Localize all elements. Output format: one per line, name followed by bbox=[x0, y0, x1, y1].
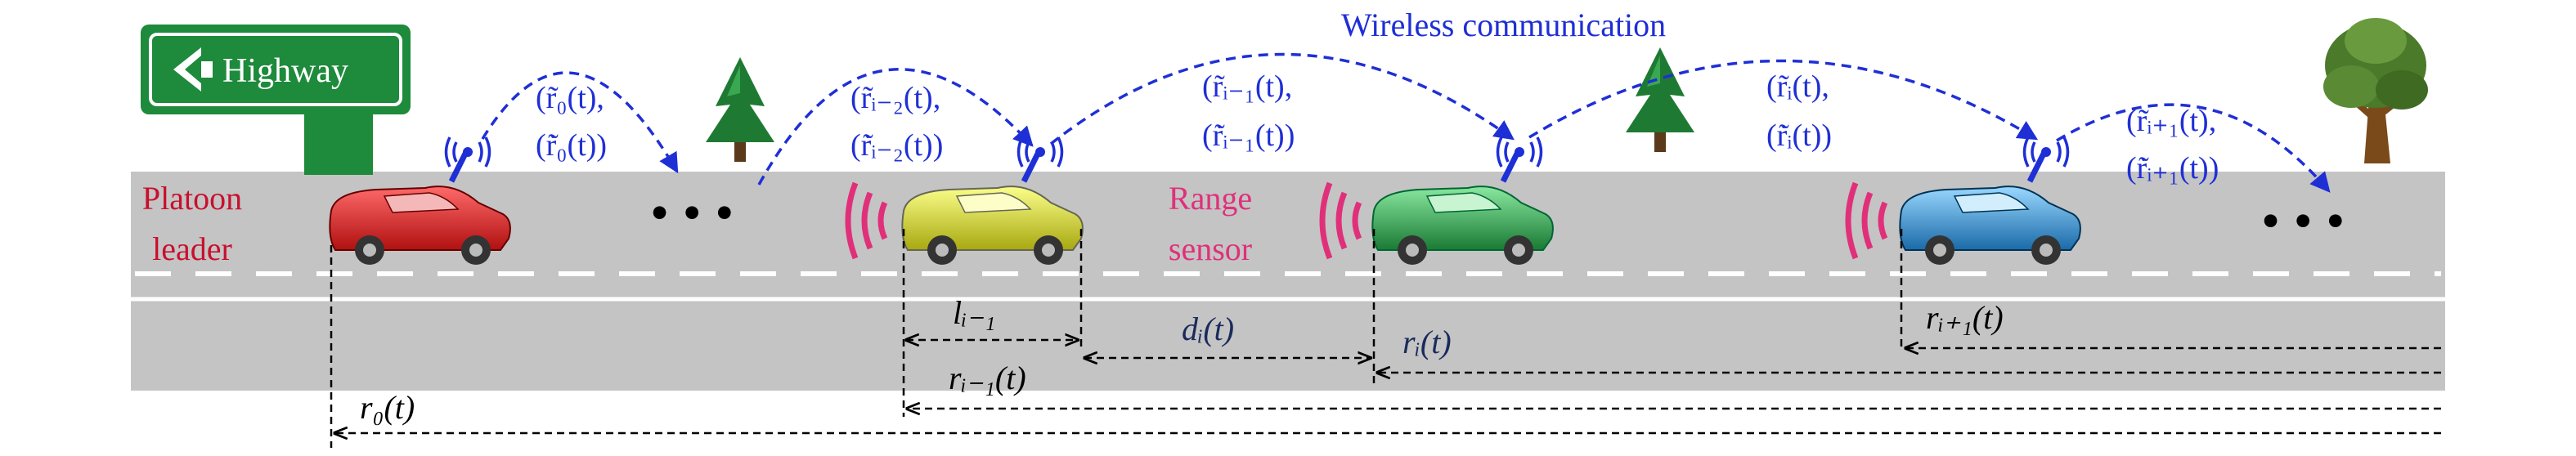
ellipsis-right: • • • bbox=[2261, 191, 2345, 251]
rim1-label: rᵢ₋₁(t) bbox=[949, 360, 1026, 396]
vehicle-length-label: lᵢ₋₁ bbox=[953, 294, 995, 331]
gap-distance-label: dᵢ(t) bbox=[1182, 311, 1234, 347]
range-sensor-label-line2: sensor bbox=[1169, 230, 1252, 267]
comm-label-4: (r̃ᵢ₊₁(t), (r̃̇ᵢ₊₁(t)) bbox=[2126, 104, 2219, 186]
highway-sign-icon: Highway bbox=[141, 25, 411, 175]
wireless-communication-title: Wireless communication bbox=[1341, 7, 1666, 43]
ellipsis-left: • • • bbox=[650, 183, 734, 243]
ri-label: rᵢ(t) bbox=[1402, 324, 1452, 360]
comm-label-2: (r̃ᵢ₋₁(t), (r̃̇ᵢ₋₁(t)) bbox=[1202, 69, 1295, 153]
ri1-label: rᵢ₊₁(t) bbox=[1926, 299, 2004, 336]
comm-label-1: (r̃ᵢ₋₂(t), (r̃̇ᵢ₋₂(t)) bbox=[850, 81, 943, 163]
comm-label-line2: (r̃̇₀(t)) bbox=[536, 128, 607, 163]
comm-label-line1: (r̃ᵢ₋₂(t), bbox=[850, 81, 940, 115]
antenna-icon bbox=[444, 136, 491, 183]
measurement-guides bbox=[330, 229, 1903, 448]
highway-sign-text: Highway bbox=[222, 52, 348, 90]
antenna-icon bbox=[1016, 136, 1064, 183]
communication-arcs bbox=[481, 52, 2331, 193]
comm-label-0: (r̃₀(t), (r̃̇₀(t)) bbox=[536, 81, 607, 163]
range-sensor-waves-icon bbox=[1845, 181, 1888, 260]
pine-tree-icon bbox=[706, 57, 774, 162]
car-icon bbox=[1371, 186, 1554, 265]
comm-label-line1: (r̃₀(t), bbox=[536, 81, 604, 115]
range-sensor-label-line1: Range bbox=[1169, 180, 1252, 217]
oak-tree-icon bbox=[2323, 18, 2428, 163]
pine-tree-icon bbox=[1626, 47, 1694, 152]
car-icon bbox=[329, 186, 511, 265]
comm-label-line2: (r̃̇ᵢ₋₁(t)) bbox=[1202, 118, 1295, 153]
antenna-icon bbox=[1496, 136, 1543, 183]
comm-label-line2: (r̃̇ᵢ₊₁(t)) bbox=[2126, 151, 2219, 186]
car-icon bbox=[1899, 186, 2081, 265]
comm-label-line2: (r̃̇ᵢ(t)) bbox=[1766, 118, 1832, 153]
measurement-arrows bbox=[334, 340, 2441, 433]
comm-label-line2: (r̃̇ᵢ₋₂(t)) bbox=[850, 128, 943, 163]
range-sensor-waves-icon bbox=[845, 181, 888, 260]
platoon-leader-label-line2: leader bbox=[152, 230, 232, 267]
r0-label: r₀(t) bbox=[360, 389, 415, 426]
car-icon bbox=[901, 186, 1084, 265]
antenna-icon bbox=[2022, 136, 2070, 183]
range-sensor-waves-icon bbox=[1319, 181, 1362, 260]
comm-label-line1: (r̃ᵢ₋₁(t), bbox=[1202, 69, 1292, 104]
comm-label-line1: (r̃ᵢ(t), bbox=[1766, 69, 1829, 104]
comm-label-3: (r̃ᵢ(t), (r̃̇ᵢ(t)) bbox=[1766, 69, 1832, 153]
platoon-leader-label-line1: Platoon bbox=[142, 180, 242, 217]
comm-label-line1: (r̃ᵢ₊₁(t), bbox=[2126, 104, 2216, 138]
